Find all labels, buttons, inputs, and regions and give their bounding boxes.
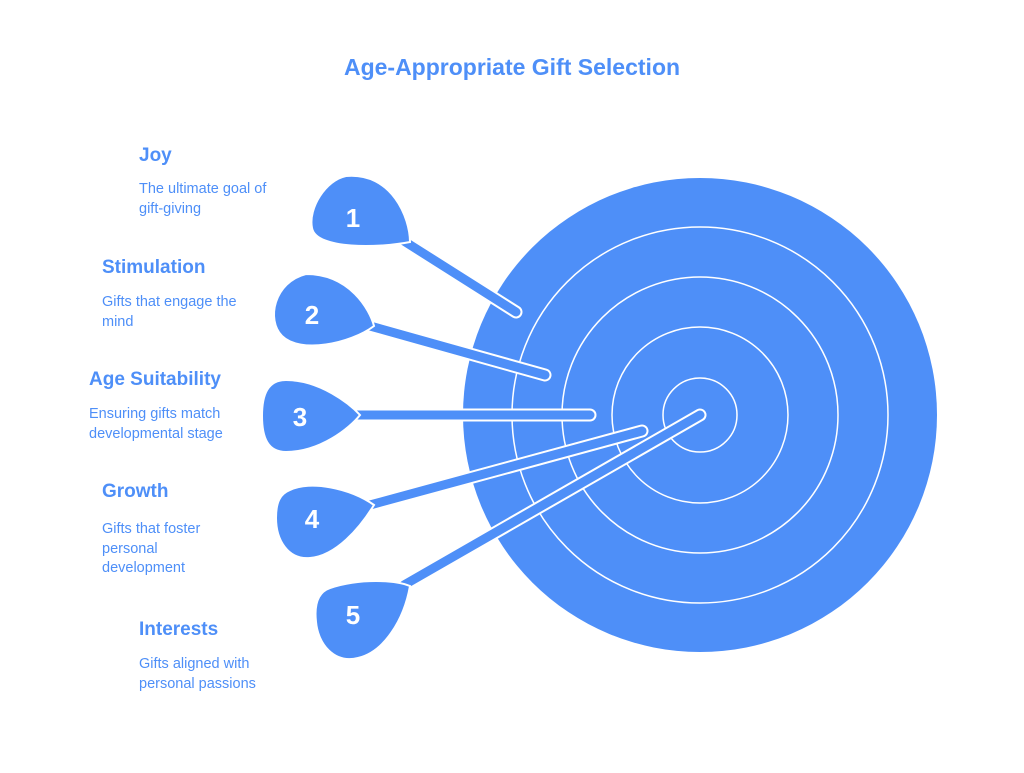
item-description-stimulation: Gifts that engage the mind (102, 294, 237, 330)
item-title-joy: Joy (139, 145, 172, 166)
item-description-joy: The ultimate goal of gift-giving (139, 181, 267, 217)
item-title-age-suitability: Age Suitability (89, 369, 221, 390)
dart-4-number: 4 (305, 504, 320, 534)
dart-3-number: 3 (293, 402, 307, 432)
item-description-age-suitability: Ensuring gifts match developmental stage (89, 406, 223, 442)
dart-4-flight (274, 484, 376, 560)
item-description-interests: Gifts aligned with personal passions (139, 656, 256, 692)
dart-5-flight (314, 580, 412, 661)
dart-5-number: 5 (346, 600, 360, 630)
item-title-stimulation: Stimulation (102, 257, 206, 278)
item-description-growth: Gifts that foster personal development (102, 521, 201, 576)
dart-3-flight (260, 378, 362, 454)
dart-1: 1 (310, 174, 523, 319)
dart-1-number: 1 (346, 203, 360, 233)
dart-1-flight (310, 174, 412, 247)
diagram-title: Age-Appropriate Gift Selection (343, 54, 681, 80)
item-title-growth: Growth (102, 481, 169, 502)
target-ring-2 (611, 326, 789, 504)
dart-3: 3 (260, 378, 597, 454)
dart-4: 4 (274, 424, 649, 560)
target-bullseye (662, 377, 738, 453)
dart-2-flight (273, 272, 376, 347)
dart-2: 2 (273, 272, 552, 382)
dart-2-number: 2 (305, 300, 319, 330)
item-title-interests: Interests (139, 619, 219, 640)
dart-5: 5 (314, 408, 707, 661)
